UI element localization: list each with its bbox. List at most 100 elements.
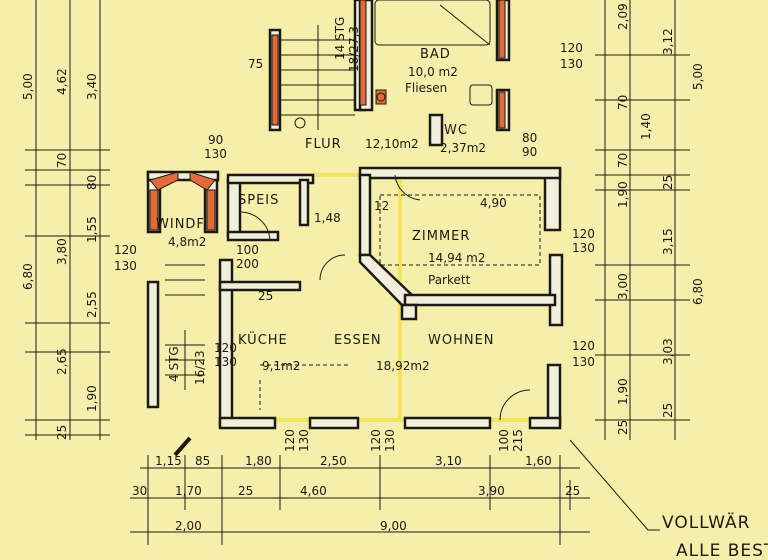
left-dim-inner-4: 2,55 [85,291,99,318]
bottom-row3-2: 9,00 [380,519,407,533]
room-bad-area: 10,0 m2 [408,65,458,79]
room-wc-area: 2,37m2 [440,141,486,155]
room-kueche-name: KÜCHE [238,331,288,348]
room-zimmer-area: 14,94 m2 [428,251,486,265]
opening-flur-2: 130 [204,147,227,161]
inner-detail-lines [259,194,541,410]
right-dim-middle-3: 3,15 [661,228,675,255]
right-dim-middle-1: 3,12 [661,28,675,55]
north-marker [173,436,192,457]
bottom-row2-2: 1,70 [175,484,202,498]
stair-labels: 14 STG 18/27,3 4 STG 16/23 [167,17,361,385]
right-dim-inner-6: 3,00 [616,273,630,300]
left-dim-middle-2: 3,80 [55,238,69,265]
bottom-row1-6: 1,60 [525,454,552,468]
room-essen-name: ESSEN [334,333,382,348]
right-dim-inner-4: 70 [616,153,630,168]
opening-essen-2: 130 [383,429,397,452]
opening-bad-2: 130 [560,57,583,71]
right-dim-middle-2: 25 [661,175,675,190]
opening-flur-1: 90 [208,133,223,147]
opening-speis-1: 100 [236,243,259,257]
opening-kueche-1: 120 [214,341,237,355]
right-dim-middle-5: 25 [661,403,675,418]
room-wc-name: WC [444,123,468,138]
misc-dim-4: 75 [248,57,263,71]
room-windf-name: WINDF [156,217,205,232]
bath-fixtures [374,0,493,106]
opening-wohnen-2: 130 [572,355,595,369]
left-dim-middle-3: 2,65 [55,348,69,375]
room-flur-area: 12,10m2 [365,137,419,151]
right-dim-middle-4: 3,03 [661,338,675,365]
right-dim-inner-2: 70 [616,95,630,110]
room-speis-name: SPEIS [238,193,279,208]
left-dim-inner-2: 80 [85,175,99,190]
room-flur-name: FLUR [305,137,342,152]
room-wohnen-area: 18,92m2 [376,359,430,373]
opening-bottom-right-1: 100 [497,429,511,452]
left-dim-outer-1: 5,00 [21,73,35,100]
stair-steps-upper: 14 STG [333,17,347,60]
left-dim-inner-5: 1,90 [85,385,99,412]
room-zimmer-note: Parkett [428,273,471,287]
staircase [165,25,355,390]
bottom-row3-1: 2,00 [175,519,202,533]
bottom-row2-4: 4,60 [300,484,327,498]
opening-essen-1: 120 [369,429,383,452]
opening-bottom-left-1: 120 [283,429,297,452]
opening-kueche-2: 130 [214,355,237,369]
room-windf-area: 4,8m2 [168,235,206,249]
opening-windf-2: 130 [114,259,137,273]
bottom-row1-5: 3,10 [435,454,462,468]
annotation-line-1: VOLLWÄR [662,512,750,533]
annotation: VOLLWÄR ALLE BEST [662,512,768,560]
right-dim-inner-1: 2,09 [616,3,630,30]
opening-zimmer-1: 120 [572,227,595,241]
right-dim-outer-1: 5,00 [691,63,705,90]
red-accents [149,0,506,231]
opening-bad-1: 120 [560,41,583,55]
room-bad-note: Fliesen [405,81,447,95]
opening-wc-1: 80 [522,131,537,145]
right-dim-inner-8: 25 [616,420,630,435]
bottom-row1-1: 1,15 [155,454,182,468]
left-dim-small-2: 25 [55,425,69,440]
left-dim-middle-1: 4,62 [55,68,69,95]
misc-dim-1: 1,48 [314,211,341,225]
misc-dim-5: 25 [258,289,273,303]
stair-rise-upper: 18/27,3 [347,26,361,72]
dimension-lines [25,0,690,545]
left-dim-inner-1: 3,40 [85,73,99,100]
opening-labels: 120 130 90 130 80 90 120 130 100 200 120… [114,41,595,452]
right-dim-inner-7: 1,90 [616,378,630,405]
room-zimmer-name: ZIMMER [412,229,470,244]
opening-windf-1: 120 [114,243,137,257]
room-labels: BAD 10,0 m2 Fliesen FLUR 12,10m2 WC 2,37… [156,47,494,373]
right-dim-inner-5: 1,90 [616,181,630,208]
room-bad-name: BAD [420,47,451,62]
left-dimension-labels: 5,00 6,80 4,62 3,80 2,65 3,40 80 1,55 2,… [21,68,99,440]
right-dim-inner-3: 1,40 [639,113,653,140]
bottom-dimension-labels: 1,15 85 1,80 2,50 3,10 1,60 30 1,70 25 4… [132,454,580,533]
left-dim-outer-2: 6,80 [21,263,35,290]
bottom-row1-3: 1,80 [245,454,272,468]
room-kueche-area: 9,1m2 [262,359,300,373]
opening-zimmer-2: 130 [572,241,595,255]
stair-steps-lower: 4 STG [167,346,181,382]
bottom-row1-2: 85 [195,454,210,468]
misc-dim-3: 4,90 [480,196,507,210]
bottom-row1-4: 2,50 [320,454,347,468]
bottom-row2-3: 25 [238,484,253,498]
opening-speis-2: 200 [236,257,259,271]
stair-rise-lower: 16/23 [193,350,207,385]
opening-bottom-right-2: 215 [511,429,525,452]
opening-wc-2: 90 [522,145,537,159]
door-swings [239,174,531,421]
bottom-row2-1: 30 [132,484,147,498]
opening-wohnen-1: 120 [572,339,595,353]
bottom-row2-6: 25 [565,484,580,498]
bottom-row2-5: 3,90 [478,484,505,498]
right-dim-outer-2: 6,80 [691,278,705,305]
